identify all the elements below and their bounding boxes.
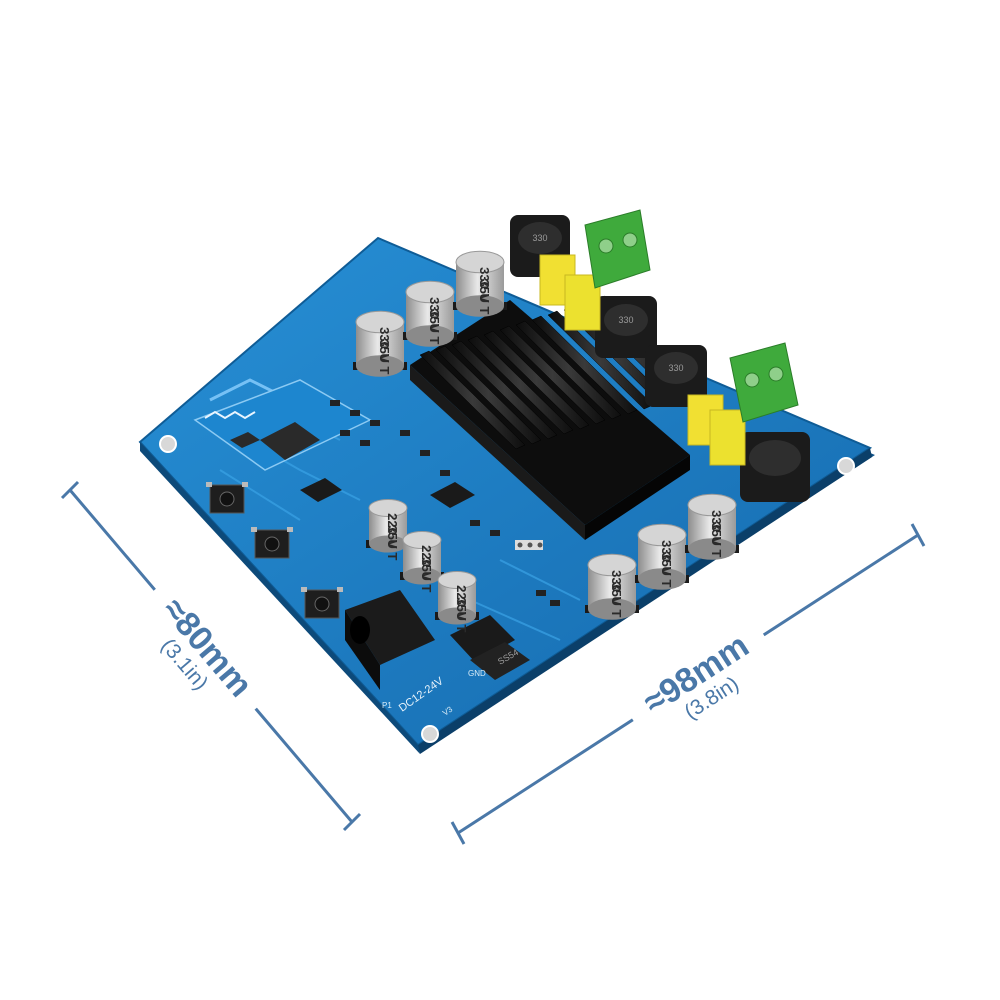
terminal-block-1 (584, 209, 651, 289)
capacitor-mark: U T (659, 567, 674, 588)
terminal-block-2 (729, 342, 799, 423)
port-label: P1 (382, 701, 392, 710)
inductor-4 (740, 432, 810, 502)
width-dimension: ≈98mm (3.8in) (450, 523, 926, 845)
inductors: 330 330 330 (510, 215, 810, 502)
push-buttons (206, 482, 343, 619)
capacitor-value: 330 (477, 267, 492, 289)
heatsink-fin (515, 320, 622, 420)
heatsink-fin (467, 335, 574, 435)
button-1 (206, 482, 248, 514)
capacitor-voltage: 35V (454, 597, 469, 620)
capacitor-mark: U T (427, 324, 442, 345)
capacitor-value: 330 (709, 510, 724, 532)
capacitor-mark: U T (454, 612, 469, 633)
button-2 (251, 527, 293, 559)
op-amp-chip (430, 482, 475, 508)
mounting-hole (159, 435, 177, 453)
capacitor-value: 330 (427, 297, 442, 319)
capacitor-voltage: 35V (377, 339, 392, 362)
heatsink-fin (531, 315, 638, 415)
inductor-2: 330 (595, 296, 657, 358)
capacitor-value: 330 (377, 327, 392, 349)
capacitor-value: 330 (609, 570, 624, 592)
dc-power-jack (345, 590, 435, 690)
heatsink-fin (435, 345, 542, 445)
film-cap (709, 409, 746, 466)
capacitor-value: 220 (385, 513, 400, 535)
button-3 (301, 587, 343, 619)
capacitor-mark: U T (477, 294, 492, 315)
inductor-3: 330 (645, 345, 707, 407)
capacitor-mark: U T (709, 537, 724, 558)
antenna-trace (204, 410, 256, 420)
inductor-mark: 330 (618, 315, 633, 325)
heatsink-fin (419, 350, 526, 450)
capacitor-voltage: 35V (427, 309, 442, 332)
heatsink-fin (499, 325, 606, 425)
capacitor-voltage: 35V (659, 552, 674, 575)
capacitor-value: 330 (659, 540, 674, 562)
mounting-hole (837, 457, 855, 475)
capacitor-value: 220 (419, 545, 434, 567)
film-capacitors (539, 254, 746, 466)
inductor-mark: 330 (668, 363, 683, 373)
bluetooth-chip (260, 422, 320, 460)
capacitor-mark: U T (609, 597, 624, 618)
gnd-label: GND (468, 669, 486, 678)
capacitor-voltage: 35V (385, 525, 400, 548)
capacitor-mark: U T (385, 540, 400, 561)
mounting-hole (421, 725, 439, 743)
capacitor-voltage: 35V (477, 279, 492, 302)
smd-components (300, 400, 560, 606)
inductor-mark: 330 (532, 233, 547, 243)
capacitor-mark: U T (377, 354, 392, 375)
voltage-regulator: SS54 (450, 615, 530, 680)
capacitor-voltage: 35V (419, 557, 434, 580)
heatsink-fin (483, 330, 590, 430)
capacitor-mark: U T (419, 572, 434, 593)
heatsink-fin (451, 340, 558, 440)
capacitor-value: 220 (454, 585, 469, 607)
capacitor-voltage: 35V (609, 582, 624, 605)
bluetooth-module (193, 379, 372, 471)
speaker-terminals (584, 209, 799, 423)
capacitor-voltage: 35V (709, 522, 724, 545)
